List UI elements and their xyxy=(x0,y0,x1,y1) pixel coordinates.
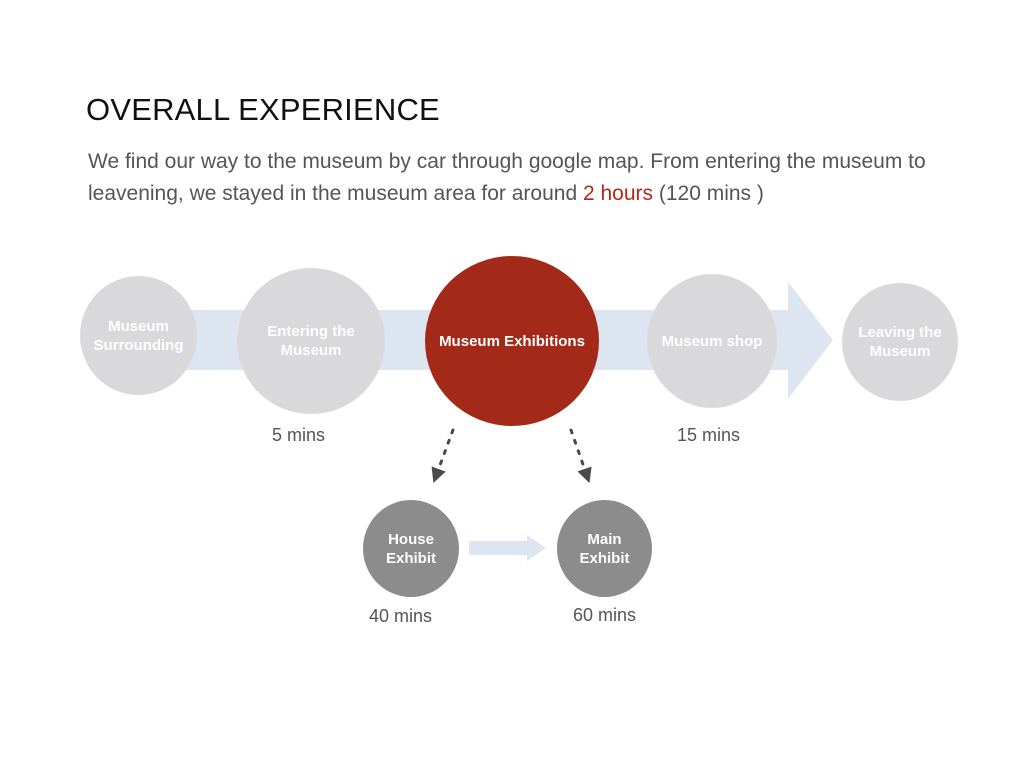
stage-label: Entering the Museum xyxy=(267,323,355,359)
stage-museum-shop: Museum shop xyxy=(647,274,777,408)
substage-label: Main Exhibit xyxy=(579,530,630,567)
duration-main-exhibit: 60 mins xyxy=(573,605,637,625)
description: We find our way to the museum by car thr… xyxy=(88,146,968,210)
substage-label: House Exhibit xyxy=(385,530,436,567)
stage-label: Leaving the Museum xyxy=(858,324,942,360)
stage-museum-exhibitions: Museum Exhibitions xyxy=(425,256,599,426)
substage-house-exhibit: House Exhibit xyxy=(363,500,459,597)
description-tail: (120 mins ) xyxy=(653,182,764,205)
duration-highlight: 2 hours xyxy=(582,182,654,205)
stage-entering-museum: Entering the Museum xyxy=(237,268,385,414)
stage-leaving-museum: Leaving the Museum xyxy=(842,283,958,401)
duration-entering: 5 mins xyxy=(272,425,326,445)
dotted-connector-right xyxy=(569,428,592,484)
duration-shop: 15 mins xyxy=(677,425,741,445)
stage-label: Museum Surrounding xyxy=(93,317,184,354)
substage-main-exhibit: Main Exhibit xyxy=(557,500,652,597)
duration-house-exhibit: 40 mins xyxy=(369,606,433,626)
sub-flow-arrow xyxy=(469,535,546,561)
dotted-connector-left xyxy=(431,428,455,484)
stage-label: Museum shop xyxy=(661,332,763,350)
stage-label: Museum Exhibitions xyxy=(439,332,585,350)
stage-museum-surrounding: Museum Surrounding xyxy=(80,276,197,395)
page-title: OVERALL EXPERIENCE xyxy=(86,92,440,127)
description-text: We find our way to the museum by car thr… xyxy=(88,150,926,205)
